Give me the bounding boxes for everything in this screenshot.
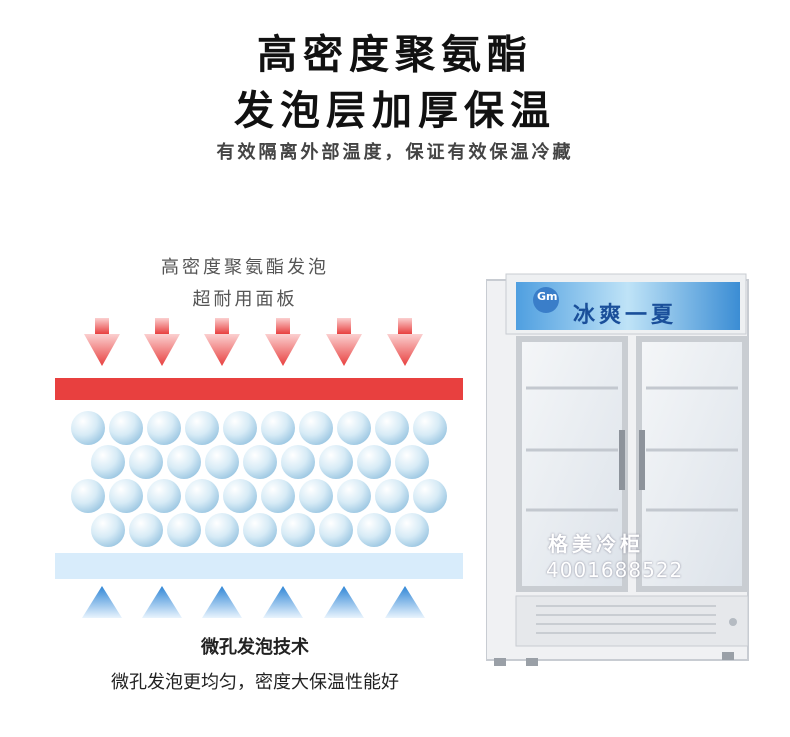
fridge-brand-watermark: 格美冷柜 — [548, 532, 644, 556]
insulation-diagram — [55, 318, 463, 618]
foam-bubbles — [71, 411, 447, 547]
foam-bubble — [413, 479, 447, 513]
cold-arrow — [202, 586, 242, 618]
foam-bubble — [147, 479, 181, 513]
heat-arrow — [326, 318, 362, 366]
microporous-tech-label: 微孔发泡技术 — [201, 637, 309, 658]
foam-bubble — [109, 479, 143, 513]
page-title-line1: 高密度聚氨酯 — [257, 32, 533, 78]
fridge-foot — [494, 658, 506, 666]
display-fridge-illustration — [486, 273, 749, 666]
foam-bubble — [185, 411, 219, 445]
foam-bubble — [395, 445, 429, 479]
foam-bubble — [167, 513, 201, 547]
foam-bubble — [281, 513, 315, 547]
brand-logo — [533, 287, 559, 313]
microporous-desc-label: 微孔发泡更均匀，密度大保温性能好 — [111, 672, 399, 693]
foam-bubble — [109, 411, 143, 445]
fridge-foot — [526, 658, 538, 666]
cold-arrows — [82, 586, 425, 618]
shelves — [526, 386, 738, 512]
foam-bubble — [71, 479, 105, 513]
fridge-base-grille — [515, 595, 749, 647]
foam-bubble — [261, 479, 295, 513]
foam-panel-label: 高密度聚氨酯发泡 — [161, 257, 329, 278]
control-knob — [729, 618, 737, 626]
brand-logo-text: Gm — [537, 290, 558, 303]
foam-bubble — [337, 411, 371, 445]
cold-arrow — [324, 586, 364, 618]
foam-bubble — [281, 445, 315, 479]
outer-heat-layer — [55, 378, 463, 400]
foam-bubble — [185, 479, 219, 513]
inner-cold-layer — [55, 553, 463, 579]
foam-bubble — [91, 513, 125, 547]
heat-arrow — [144, 318, 180, 366]
durable-panel-label: 超耐用面板 — [192, 289, 298, 310]
left-door-handle — [619, 430, 625, 490]
foam-bubble — [205, 445, 239, 479]
foam-bubble — [167, 445, 201, 479]
page-subtitle: 有效隔离外部温度，保证有效保温冷藏 — [216, 142, 574, 163]
heat-arrow — [387, 318, 423, 366]
fridge-foot — [722, 652, 734, 660]
foam-bubble — [337, 479, 371, 513]
foam-bubble — [205, 513, 239, 547]
cold-arrow — [263, 586, 303, 618]
left-door-glass — [522, 342, 622, 586]
heat-arrow — [204, 318, 240, 366]
page-title-line2: 发泡层加厚保温 — [234, 88, 556, 134]
fridge-phone-watermark: 4001688522 — [546, 558, 684, 582]
foam-bubble — [299, 411, 333, 445]
foam-bubble — [375, 411, 409, 445]
foam-bubble — [223, 411, 257, 445]
foam-bubble — [319, 513, 353, 547]
foam-bubble — [395, 513, 429, 547]
foam-bubble — [413, 411, 447, 445]
cold-arrow — [142, 586, 182, 618]
foam-bubble — [223, 479, 257, 513]
foam-bubble — [129, 513, 163, 547]
foam-bubble — [243, 445, 277, 479]
foam-bubble — [129, 445, 163, 479]
foam-bubble — [243, 513, 277, 547]
cold-arrow — [385, 586, 425, 618]
foam-bubble — [357, 513, 391, 547]
foam-bubble — [357, 445, 391, 479]
grille-lines — [536, 605, 716, 634]
heat-arrow — [84, 318, 120, 366]
foam-bubble — [261, 411, 295, 445]
heat-arrows — [84, 318, 423, 366]
foam-bubble — [91, 445, 125, 479]
foam-bubble — [299, 479, 333, 513]
heat-arrow — [265, 318, 301, 366]
foam-bubble — [147, 411, 181, 445]
foam-bubble — [375, 479, 409, 513]
foam-bubble — [319, 445, 353, 479]
right-door-handle — [639, 430, 645, 490]
fridge-banner-text: 冰爽一夏 — [573, 303, 678, 328]
foam-bubble — [71, 411, 105, 445]
cold-arrow — [82, 586, 122, 618]
right-door-glass — [642, 342, 742, 586]
